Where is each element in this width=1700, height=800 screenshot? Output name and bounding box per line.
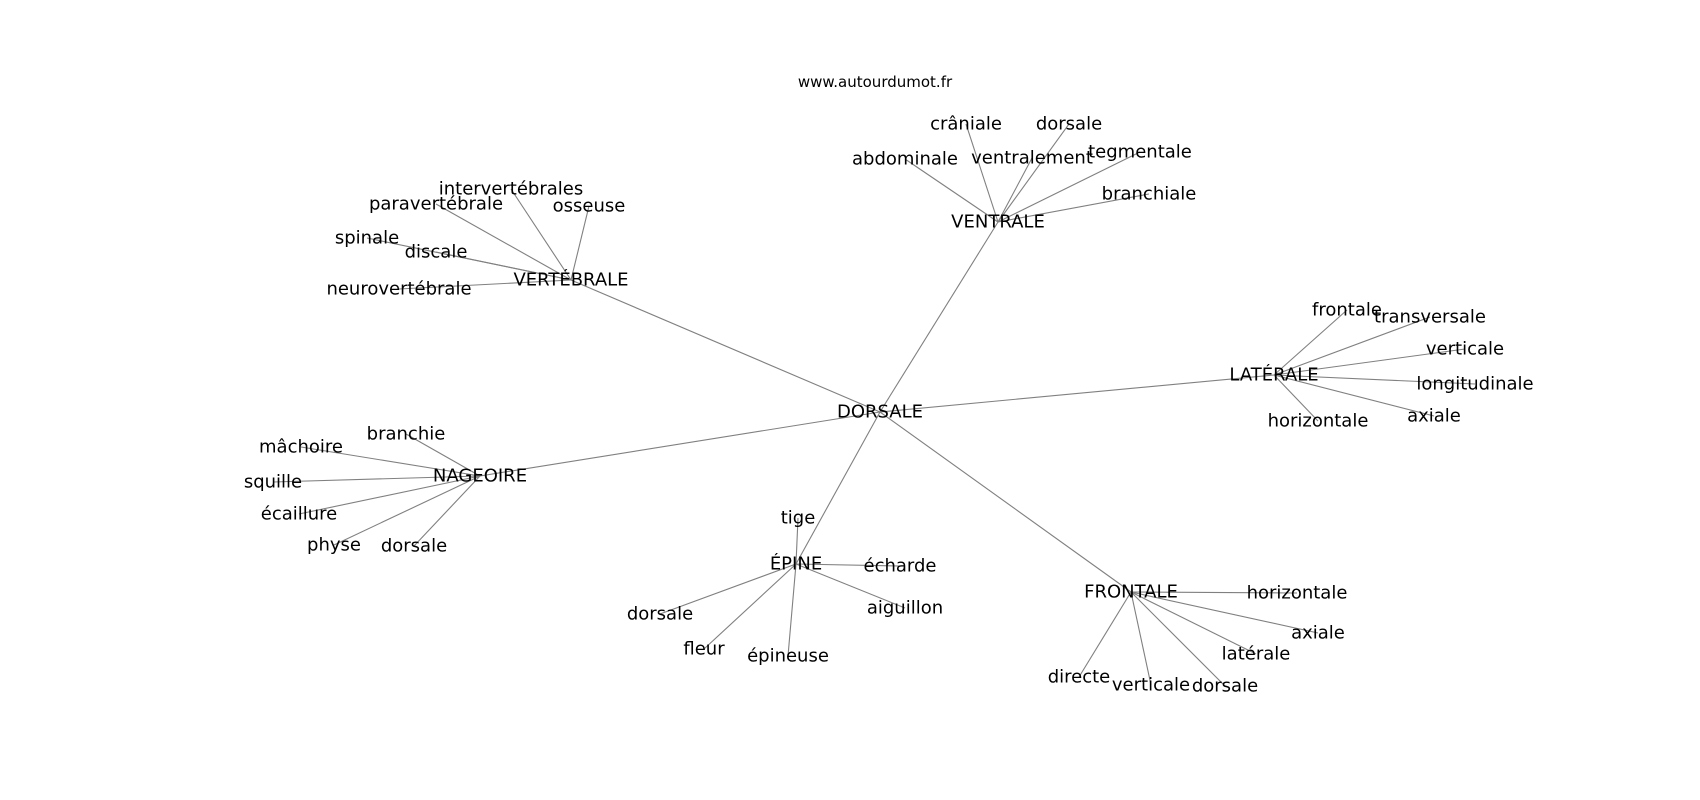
edge-frontale-leaf xyxy=(1130,591,1319,634)
edge-root-frontale xyxy=(879,411,1132,593)
leaf-node: dorsale xyxy=(1036,114,1102,135)
site-credit: www.autourdumot.fr xyxy=(797,73,953,91)
edge-epine-leaf xyxy=(659,563,797,615)
edge-root-nageoire xyxy=(479,411,881,477)
leaf-node: dorsale xyxy=(1192,676,1258,697)
edge-root-epine xyxy=(795,411,881,565)
edge-frontale-leaf xyxy=(1130,591,1298,594)
edge-vertebrale-leaf xyxy=(570,205,590,281)
hub-node: ÉPINE xyxy=(770,553,822,575)
hub-node: VENTRALE xyxy=(951,212,1045,233)
edge-nageoire-leaf xyxy=(300,446,481,477)
edge-nageoire-leaf xyxy=(298,475,481,515)
leaf-node: branchie xyxy=(367,424,446,445)
root-node: DORSALE xyxy=(837,402,923,423)
leaf-node: discale xyxy=(405,242,468,263)
leaf-node: tige xyxy=(781,508,816,529)
leaf-node: frontale xyxy=(1312,300,1382,321)
hub-node: VERTÉBRALE xyxy=(513,269,628,291)
leaf-node: osseuse xyxy=(553,196,626,217)
edge-laterale-leaf xyxy=(1273,374,1435,417)
edge-frontale-leaf xyxy=(1078,591,1132,678)
edge-vertebrale-leaf xyxy=(510,188,572,281)
leaf-node: écharde xyxy=(864,556,937,577)
edge-epine-leaf xyxy=(795,517,799,565)
edge-vertebrale-leaf xyxy=(435,251,572,281)
hub-node: FRONTALE xyxy=(1084,582,1178,603)
edge-nageoire-leaf xyxy=(405,433,481,477)
edge-root-vertebrale xyxy=(570,279,881,413)
leaf-node: axiale xyxy=(1291,623,1345,644)
edge-vertebrale-leaf xyxy=(435,203,572,281)
hub-node: LATÉRALE xyxy=(1229,364,1318,386)
edge-laterale-leaf xyxy=(1273,316,1431,376)
edge-laterale-leaf xyxy=(1273,374,1476,385)
edge-vertebrale-leaf xyxy=(398,279,572,290)
leaf-node: physe xyxy=(307,535,361,556)
leaf-node: branchiale xyxy=(1102,184,1197,205)
edge-laterale-leaf xyxy=(1273,348,1466,376)
edge-ventrale-leaf xyxy=(904,158,999,223)
graph-edges xyxy=(272,123,1476,687)
leaf-node: tegmentale xyxy=(1088,142,1192,163)
edge-nageoire-leaf xyxy=(413,475,481,547)
edge-frontale-leaf xyxy=(1130,591,1257,655)
leaf-node: verticale xyxy=(1426,339,1504,360)
edge-laterale-leaf xyxy=(1273,309,1348,376)
leaf-node: squille xyxy=(244,472,302,493)
leaf-node: paravertébrale xyxy=(369,194,503,215)
leaf-node: épineuse xyxy=(747,646,829,667)
leaf-node: verticale xyxy=(1112,675,1190,696)
leaf-node: abdominale xyxy=(852,149,958,170)
leaf-node: directe xyxy=(1048,667,1111,688)
leaf-node: aiguillon xyxy=(867,598,943,619)
edge-frontale-leaf xyxy=(1130,591,1226,687)
edge-ventrale-leaf xyxy=(965,123,999,223)
edge-root-laterale xyxy=(879,374,1275,413)
leaf-node: transversale xyxy=(1374,307,1486,328)
leaf-node: horizontale xyxy=(1268,411,1369,432)
leaf-node: crâniale xyxy=(930,114,1002,135)
edge-epine-leaf xyxy=(795,563,906,609)
leaf-node: écaillure xyxy=(261,504,338,525)
edge-ventrale-leaf xyxy=(997,123,1070,223)
leaf-node: ventralement xyxy=(971,148,1093,169)
edge-epine-leaf xyxy=(703,563,797,650)
edge-epine-leaf xyxy=(795,563,901,567)
edge-epine-leaf xyxy=(787,563,797,657)
edge-ventrale-leaf xyxy=(997,193,1150,223)
edge-frontale-leaf xyxy=(1130,591,1152,686)
leaf-node: axiale xyxy=(1407,406,1461,427)
leaf-node: spinale xyxy=(335,228,399,249)
leaf-node: dorsale xyxy=(381,536,447,557)
leaf-node: mâchoire xyxy=(259,437,343,458)
edge-nageoire-leaf xyxy=(333,475,481,546)
leaf-node: latérale xyxy=(1222,644,1291,665)
leaf-node: longitudinale xyxy=(1416,374,1533,395)
leaf-node: neurovertébrale xyxy=(326,279,471,300)
edge-laterale-leaf xyxy=(1273,374,1319,422)
leaf-node: intervertébrales xyxy=(439,179,584,200)
leaf-node: horizontale xyxy=(1247,583,1348,604)
edge-root-ventrale xyxy=(879,221,999,413)
leaf-node: dorsale xyxy=(627,604,693,625)
edge-nageoire-leaf xyxy=(272,475,481,483)
leaf-node: fleur xyxy=(683,639,725,660)
edge-ventrale-leaf xyxy=(997,151,1141,223)
hub-node: NAGEOIRE xyxy=(433,466,527,487)
edge-ventrale-leaf xyxy=(997,157,1033,223)
